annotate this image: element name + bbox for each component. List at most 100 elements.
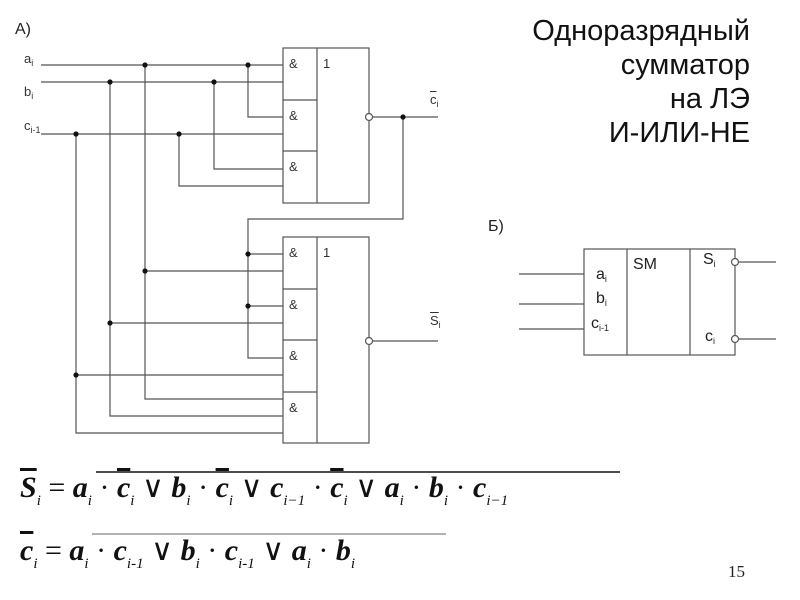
- sm-output-s: Si: [703, 251, 716, 269]
- junction-dot: [176, 131, 182, 137]
- junction-dot: [73, 372, 79, 378]
- formula-subscript: i: [195, 556, 200, 572]
- formula-variable: a: [291, 534, 307, 567]
- formula-variable: c: [116, 471, 131, 504]
- formula-variable: c: [270, 471, 284, 504]
- input-label-a: ai: [24, 51, 34, 68]
- inverter-bubble-sm-c: [730, 334, 740, 344]
- formula-lhs-subscript: i: [36, 493, 41, 509]
- wire-a-tap-left: [144, 65, 283, 400]
- formula-subscript: i: [84, 556, 89, 572]
- formula-and-operator: ·: [190, 471, 216, 504]
- junction-dot: [107, 79, 113, 85]
- formula-or-operator: ∨: [254, 534, 292, 567]
- formula-variable: a: [384, 471, 400, 504]
- formula-subscript: i: [343, 493, 348, 509]
- sm-function-label: SM: [633, 256, 657, 273]
- formula-subscript: i: [186, 493, 191, 509]
- title-line-1: Одноразрядный: [532, 15, 750, 47]
- and-symbol: &: [289, 108, 298, 123]
- formula-variable: b: [335, 534, 351, 567]
- formula-subscript: i: [443, 493, 448, 509]
- formula-or-operator: ∨: [233, 471, 271, 504]
- wire-a-tap-right: [247, 65, 283, 118]
- and-symbol: &: [289, 245, 298, 260]
- formula-subscript: i−1: [283, 493, 306, 509]
- formula-and-operator: ·: [310, 534, 336, 567]
- formula-variable: b: [180, 534, 196, 567]
- formula-s-bar: Si = ai · ci ∨ bi · ci ∨ ci−1 · ci ∨ ai …: [20, 470, 508, 510]
- slide-title: Одноразрядный сумматор на ЛЭ И-ИЛИ-НЕ: [532, 14, 750, 150]
- formula-variable: c: [473, 471, 487, 504]
- junction-dot: [245, 251, 251, 257]
- formula-lhs: c: [20, 534, 34, 567]
- junction-dot: [400, 114, 406, 120]
- sm-input-c-prev: ci-1: [591, 315, 610, 333]
- sm-input-a: ai: [596, 266, 607, 284]
- sm-output-c: ci: [705, 328, 715, 346]
- inverter-bubble-s: [364, 336, 374, 346]
- formula-variable: c: [113, 534, 127, 567]
- and-symbol: &: [289, 56, 298, 71]
- formula-subscript: i: [130, 493, 135, 509]
- and-symbol: &: [289, 159, 298, 174]
- formula-subscript: i: [87, 493, 92, 509]
- input-label-c-prev: ci-1: [24, 118, 41, 135]
- formula-and-operator: ·: [448, 471, 473, 504]
- inverter-bubble-sm-s: [730, 257, 740, 267]
- formula-lhs: S: [20, 471, 37, 504]
- and-symbol: &: [289, 348, 298, 363]
- formula-or-operator: ∨: [134, 471, 172, 504]
- formula-subscript: i: [350, 556, 356, 572]
- or-symbol: 1: [323, 56, 331, 71]
- wire-c-tap-left: [75, 134, 283, 434]
- formula-subscript: i: [399, 493, 404, 509]
- formula-or-operator: ∨: [347, 471, 385, 504]
- formula-and-operator: ·: [91, 471, 117, 504]
- formula-and-operator: ·: [403, 471, 429, 504]
- formula-c-bar: ci = ai · ci-1 ∨ bi · ci-1 ∨ ai · bi: [20, 533, 355, 573]
- junction-dot: [245, 303, 251, 309]
- and-symbol: &: [289, 400, 298, 415]
- junction-dot: [211, 79, 217, 85]
- sm-input-b: bi: [596, 290, 607, 308]
- formula-equals: =: [37, 534, 70, 567]
- output-label-c-bar: ci: [430, 92, 439, 109]
- output-label-s-bar: Si: [430, 313, 441, 330]
- formula-variable: b: [428, 471, 444, 504]
- formula-subscript: i-1: [238, 556, 255, 572]
- input-label-b: bi: [24, 84, 34, 101]
- junction-dot: [73, 131, 79, 137]
- or-symbol: 1: [323, 245, 331, 260]
- formula-variable: c: [215, 471, 229, 504]
- and-symbol: &: [289, 297, 298, 312]
- formula-and-operator: ·: [305, 471, 331, 504]
- formula-subscript: i-1: [126, 556, 144, 572]
- wire-c-tap-right: [178, 134, 283, 187]
- formula-subscript: i: [306, 556, 311, 572]
- formula-subscript: i−1: [486, 493, 509, 509]
- junction-dot: [142, 62, 148, 68]
- formula-subscript: i: [228, 493, 234, 509]
- page-number: 15: [728, 562, 745, 581]
- title-line-2: сумматор: [620, 49, 750, 81]
- title-line-4: И-ИЛИ-НЕ: [608, 117, 750, 149]
- formula-or-operator: ∨: [143, 534, 181, 567]
- wire-c-bar-feedback: [247, 117, 404, 359]
- formula-variable: a: [72, 471, 88, 504]
- formula-and-operator: ·: [199, 534, 225, 567]
- formula-variable: a: [69, 534, 85, 567]
- formula-variable: c: [330, 471, 344, 504]
- gate-upper-body: [282, 47, 370, 204]
- formula-and-operator: ·: [88, 534, 114, 567]
- wire-b-tap-right: [213, 82, 283, 170]
- formula-variable: c: [224, 534, 239, 567]
- junction-dot: [245, 62, 251, 68]
- diagram-a-label: А): [15, 21, 31, 38]
- wire-b-tap-left: [109, 82, 283, 417]
- junction-dot: [107, 320, 113, 326]
- title-line-3: на ЛЭ: [669, 83, 750, 115]
